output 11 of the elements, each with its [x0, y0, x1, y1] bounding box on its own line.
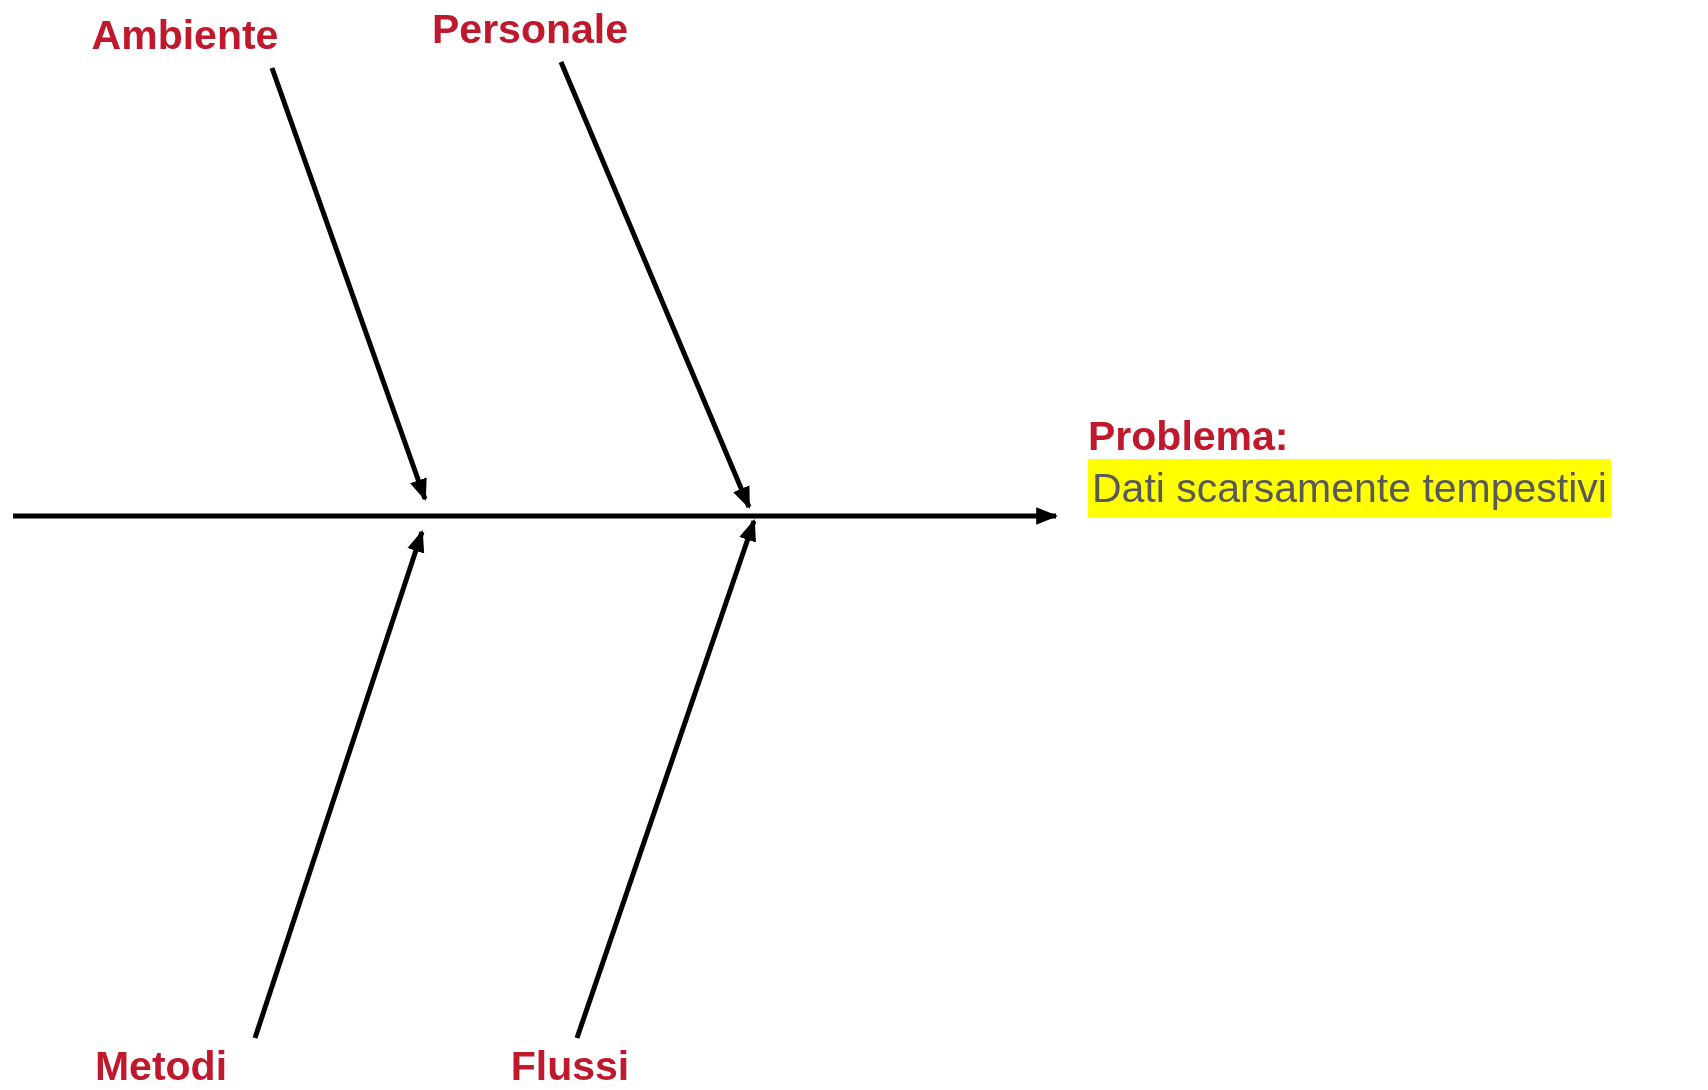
arrow — [13, 507, 1059, 525]
arrow — [269, 67, 428, 502]
problem-statement: Dati scarsamente tempestivi — [1088, 459, 1611, 519]
arrow — [252, 529, 425, 1039]
arrow — [558, 61, 752, 510]
category-label: Metodi — [94, 1042, 228, 1090]
category-label: Ambiente — [91, 11, 279, 59]
category-label: Flussi — [510, 1042, 630, 1090]
category-label: Personale — [432, 5, 628, 53]
problem-heading: Problema: — [1088, 414, 1290, 460]
arrow — [574, 518, 757, 1039]
